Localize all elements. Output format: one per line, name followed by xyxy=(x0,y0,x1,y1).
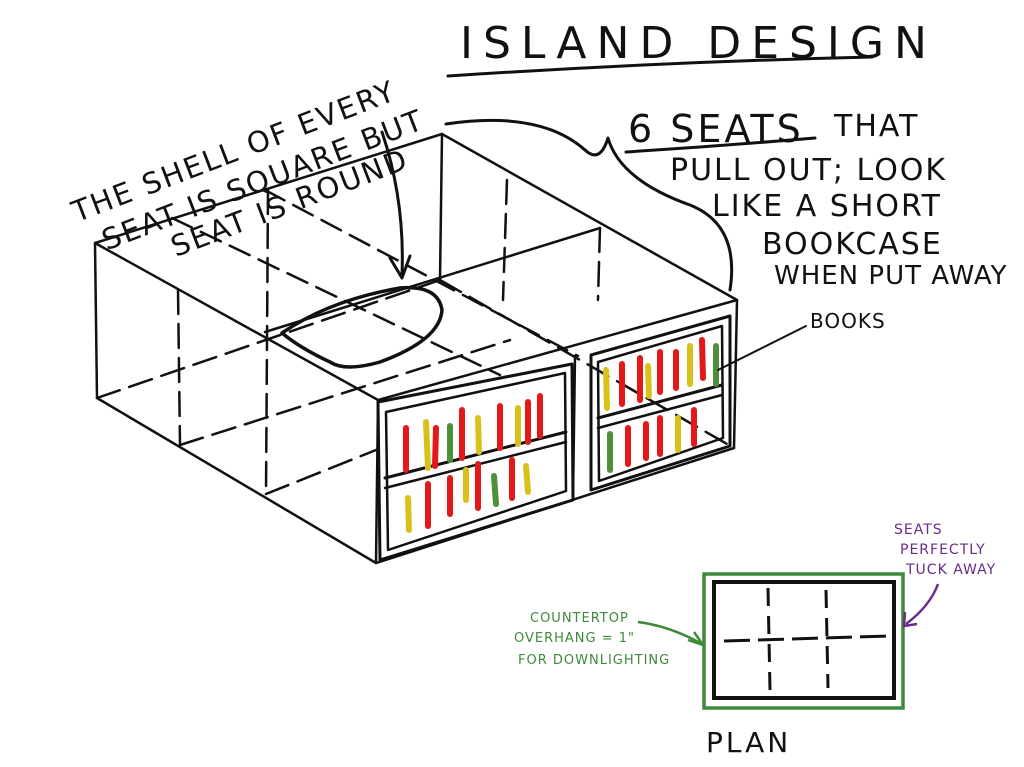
bookcase-right-inner xyxy=(596,324,725,483)
title: ISLAND DESIGN xyxy=(460,18,937,69)
tuck-note-line-2: PERFECTLY xyxy=(900,542,986,558)
tuck-note-arrow-head xyxy=(902,611,918,628)
seats-line-2: LIKE A SHORT xyxy=(712,189,942,224)
seats-line-3: BOOKCASE xyxy=(762,227,943,262)
bookcase-right xyxy=(589,314,732,492)
bookcase-left xyxy=(376,362,575,562)
book xyxy=(491,473,499,507)
book xyxy=(645,363,652,399)
plan-outline xyxy=(712,580,896,700)
book xyxy=(699,337,706,381)
plan-divider-horizontal xyxy=(723,634,891,643)
countertop-note-line-3: FOR DOWNLIGHTING xyxy=(518,653,670,668)
book xyxy=(475,415,482,455)
seats-note: 6 SEATS THAT PULL OUT; LOOK LIKE A SHORT… xyxy=(624,107,1008,291)
countertop-note: COUNTERTOP OVERHANG = 1" FOR DOWNLIGHTIN… xyxy=(514,611,707,668)
bookcase-right-shelf-1 xyxy=(596,383,724,420)
book xyxy=(405,495,412,533)
tuck-note-line-3: TUCK AWAY xyxy=(905,562,996,578)
seats-line-1: PULL OUT; LOOK xyxy=(670,153,947,188)
seats-underline xyxy=(624,136,817,154)
book xyxy=(432,425,439,469)
seats-that: THAT xyxy=(833,109,919,144)
tuck-note-line-1: SEATS xyxy=(894,522,943,538)
countertop-note-line-1: COUNTERTOP xyxy=(530,611,629,626)
plan-outer-green xyxy=(702,572,905,710)
books-pointer xyxy=(717,325,807,371)
title-underline xyxy=(446,55,874,78)
round-seat-outline xyxy=(280,285,444,369)
books-label: BOOKS xyxy=(810,309,886,333)
countertop-note-arrow-head xyxy=(687,631,707,648)
countertop-note-line-2: OVERHANG = 1" xyxy=(514,631,635,646)
shell-note-arrow-head xyxy=(388,254,412,280)
tuck-note: SEATS PERFECTLY TUCK AWAY xyxy=(894,522,996,628)
plan-label: PLAN xyxy=(706,726,791,759)
bookcase-left-shelf-1 xyxy=(383,430,568,480)
bookcase-left-books xyxy=(403,393,543,533)
shell-note-arrow xyxy=(380,130,404,277)
seats-emphasis: 6 SEATS xyxy=(628,107,804,151)
plan-divider-vertical-1 xyxy=(766,587,772,691)
bookcase-left-outer xyxy=(376,362,575,562)
seats-brace xyxy=(444,118,734,292)
book xyxy=(423,419,431,471)
countertop-note-arrow xyxy=(637,620,703,646)
bookcase-right-outer xyxy=(589,314,732,492)
book xyxy=(523,463,531,495)
bookcase-left-inner xyxy=(384,371,568,552)
plan-divider-vertical-2 xyxy=(824,589,830,689)
bookcase-right-shelf-2 xyxy=(596,393,724,430)
plan-view xyxy=(702,572,905,710)
tuck-note-arrow xyxy=(905,583,940,625)
bookcase-right-books xyxy=(603,337,719,473)
island-box xyxy=(93,132,739,565)
seats-line-4: WHEN PUT AWAY xyxy=(774,261,1008,291)
book xyxy=(603,367,610,411)
